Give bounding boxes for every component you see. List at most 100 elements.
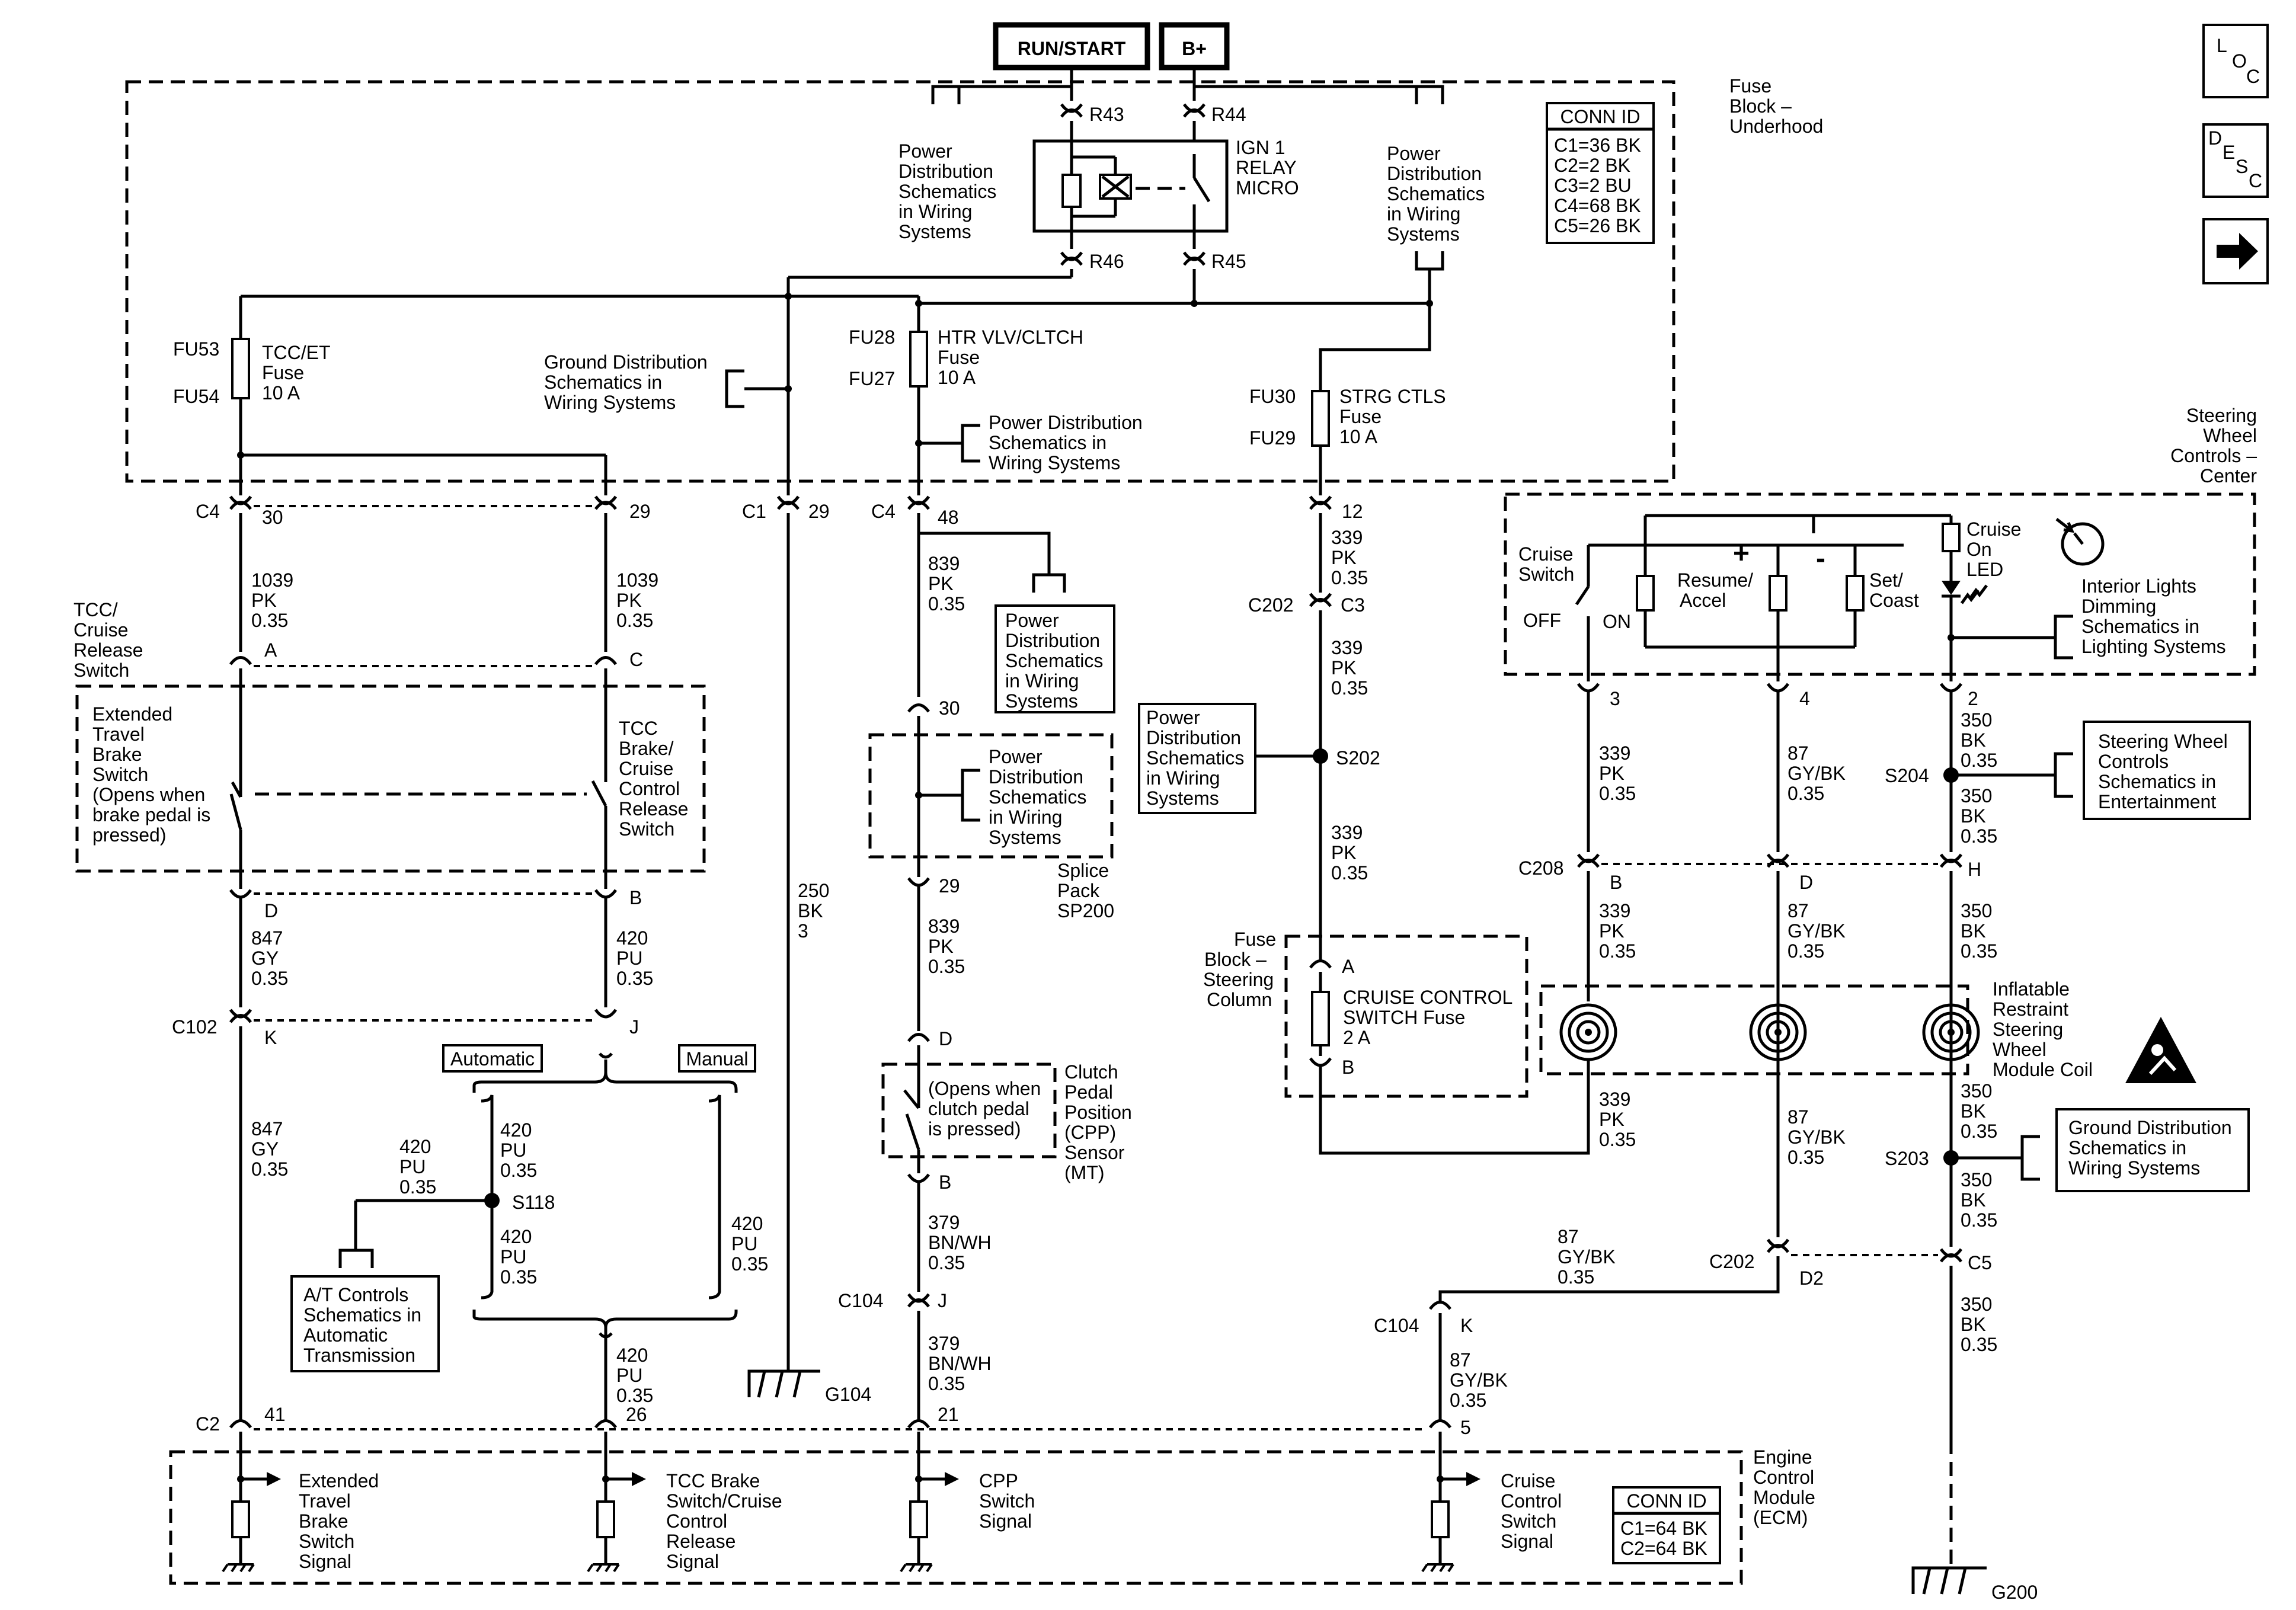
r44-label: R44 [1211,104,1246,125]
c4-label: C4 [196,501,220,522]
conn-id-table-underhood: CONN ID C1=36 BK C2=2 BK C3=2 BU C4=68 B… [1546,102,1655,244]
ground-g200: G200 [1911,1566,2038,1603]
fu54-label: FU54 [173,386,219,407]
pin-label: B [1342,1057,1354,1078]
fu53-label: FU53 [173,338,219,360]
pin-label: 3 [1610,688,1620,709]
pin-label: 21 [938,1404,959,1425]
manual-label: Manual [686,1048,749,1070]
conn-id-row: C2=2 BK [1554,155,1630,176]
dimmer-knob-icon [2055,518,2105,566]
c104-label: C104 [838,1290,884,1311]
arrow-right-icon [2217,233,2258,270]
ign1-relay-label: IGN 1 RELAY MICRO [1236,137,1302,199]
c208-label: C208 [1518,857,1564,879]
s202-label: S202 [1336,747,1380,769]
ecm-input-circuit [1421,1432,1480,1573]
desc-d: D [2208,127,2222,149]
ground-icon [1421,1563,1454,1573]
ecm-input-circuit [587,1432,646,1573]
connector-c208: C208 B D H [1518,854,1981,893]
pin-label: J [938,1290,947,1311]
ign1-relay: R43 R44 IGN 1 RELAY MICRO R46 R45 [1032,68,1302,272]
s203-label: S203 [1885,1148,1929,1169]
desc-button[interactable]: D E S C [2202,123,2269,198]
conn-id-row: C5=26 BK [1554,215,1641,236]
r45-label: R45 [1211,251,1246,272]
b-plus-label: B+ [1182,38,1207,59]
ground-icon [587,1563,620,1573]
pin-label: 2 [1968,688,1978,709]
pin-label: C [629,649,643,670]
c102-label: C102 [172,1016,218,1038]
loc-button[interactable]: L O C [2202,24,2269,98]
swc-connector-bottom: 3 4 2 [1578,684,1978,709]
pin-label: 29 [629,501,651,522]
conn-id-title: CONN ID [1560,106,1640,127]
next-page-button[interactable] [2202,218,2269,284]
r43-label: R43 [1089,104,1124,125]
pin-label: 41 [264,1404,286,1425]
pin-label: C5 [1968,1252,1992,1273]
ecm-input-circuit [222,1432,281,1573]
conn-id-row: C2=64 BK [1620,1538,1707,1559]
coil-spiral-icon [1749,1003,1807,1061]
c4-label: C4 [871,501,896,522]
off-label: OFF [1523,610,1561,631]
signal-arrow-icon [267,1472,281,1486]
pin-label: 48 [938,507,959,528]
connector-c202-c3: C202 C3 [1248,594,1365,616]
loc-o: O [2232,50,2247,72]
connector-c4-top: C4 30 29 [196,497,651,528]
ground-g104: G104 [747,1369,871,1405]
pin-label: D2 [1799,1267,1824,1289]
coil-spiral-icon [1559,1003,1617,1061]
fu28-label: FU28 [849,327,895,348]
